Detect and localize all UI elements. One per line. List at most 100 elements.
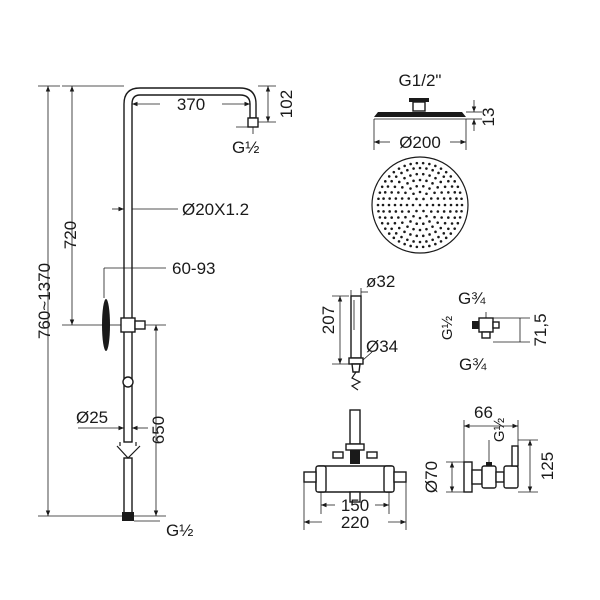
nozzle-dot	[436, 197, 440, 200]
hand-shower	[348, 295, 364, 391]
nozzle-dot	[397, 167, 401, 170]
nozzle-dot	[422, 209, 425, 213]
nozzle-dot	[453, 216, 457, 219]
label-hand-diameter: ø32	[366, 272, 395, 291]
nozzle-dot	[449, 175, 453, 178]
label-arm-length: 370	[177, 95, 205, 114]
nozzle-dot	[394, 197, 398, 200]
label-arm-height: 102	[277, 90, 296, 118]
arm-outlet	[247, 117, 259, 128]
label-valve-height: 125	[538, 452, 557, 480]
nozzle-dot	[415, 161, 419, 165]
nozzle-dot	[376, 203, 380, 207]
nozzle-dot	[382, 197, 385, 200]
nozzle-dot	[415, 222, 419, 226]
dim-adjust-range: 60-93	[103, 259, 215, 298]
nozzle-dot	[442, 232, 446, 235]
nozzle-dot	[400, 171, 403, 175]
nozzle-dot	[421, 172, 425, 176]
nozzle-dot	[404, 191, 407, 195]
nozzle-dot	[425, 179, 428, 183]
nozzle-dot	[434, 230, 437, 234]
nozzle-dot	[409, 162, 412, 166]
dim-valve-thread: G½	[488, 417, 508, 462]
wall-elbow: G¾ G¾ G½	[439, 289, 500, 374]
dim-head-diameter: Ø200	[373, 119, 467, 152]
diverter-side	[134, 320, 146, 330]
label-elbow-top: G¾	[458, 289, 486, 308]
nozzle-dot	[387, 232, 391, 235]
nozzle-dot	[400, 210, 404, 213]
nozzle-dot	[439, 226, 443, 230]
dim-total-height: 760~1370	[35, 85, 122, 517]
break-symbol	[116, 445, 141, 459]
nozzle-dot	[382, 210, 385, 213]
label-mixer-centers: 150	[341, 496, 369, 515]
label-valve-depth: 66	[474, 403, 493, 422]
label-valve-thread: G½	[491, 417, 508, 442]
nozzle-dot	[456, 221, 460, 225]
nozzle-dot	[449, 197, 452, 200]
nozzle-dot	[431, 168, 434, 172]
label-arm-thread: G½	[232, 138, 259, 157]
nozzle-dot	[434, 164, 437, 168]
dim-bottom-thread: G½	[134, 520, 193, 540]
nozzle-dot	[418, 203, 422, 207]
nozzle-dot	[384, 180, 387, 183]
nozzle-dot	[390, 216, 393, 219]
dim-arm-height: 102	[258, 85, 296, 123]
nozzle-dot	[409, 174, 412, 177]
nozzle-dot	[431, 203, 435, 207]
nozzle-dot	[431, 238, 434, 242]
label-total-height: 760~1370	[35, 263, 54, 339]
shower-nozzles	[376, 161, 464, 249]
dim-lower-height: 650	[134, 324, 168, 517]
nozzle-dot	[455, 197, 458, 200]
nozzle-dot	[378, 216, 382, 219]
nozzle-dot	[403, 242, 406, 246]
nozzle-dot	[422, 222, 425, 226]
nozzle-dot	[442, 210, 446, 213]
nozzle-dot	[390, 227, 393, 231]
label-pipe-diameter: Ø20X1.2	[182, 200, 249, 219]
nozzle-dot	[386, 185, 390, 188]
nozzle-dot	[406, 238, 409, 242]
nozzle-dot	[386, 222, 390, 225]
label-hand-length: 207	[319, 306, 338, 334]
nozzle-dot	[418, 240, 422, 244]
nozzle-dot	[437, 203, 441, 207]
label-lower-diameter: Ø25	[76, 408, 108, 427]
nozzle-dot	[409, 187, 412, 190]
nozzle-dot	[434, 242, 437, 246]
nozzle-dot	[453, 227, 457, 230]
nozzle-dot	[388, 197, 391, 200]
nozzle-dot	[381, 203, 385, 207]
dim-valve-depth: 66	[463, 403, 519, 462]
nozzle-dot	[415, 197, 418, 201]
nozzle-dot	[377, 197, 380, 201]
nozzle-dot	[409, 220, 412, 223]
nozzle-dot	[406, 168, 409, 172]
nozzle-dot	[400, 235, 403, 239]
nozzle-dot	[415, 245, 419, 249]
label-elbow-bottom: G¾	[459, 355, 487, 374]
nozzle-dot	[403, 230, 406, 234]
nozzle-dot	[436, 210, 440, 213]
nozzle-dot	[439, 167, 443, 170]
nozzle-dot	[460, 197, 463, 201]
dim-head-thickness: 13	[466, 100, 498, 131]
nozzle-dot	[422, 197, 425, 201]
nozzle-dot	[460, 209, 463, 213]
nozzle-dot	[418, 166, 422, 170]
dim-elbow-height: 71,5	[493, 313, 550, 347]
nozzle-dot	[407, 197, 411, 200]
diverter-body	[120, 317, 136, 333]
mixer-valve-side	[463, 445, 519, 493]
nozzle-dot	[434, 176, 437, 180]
nozzle-dot	[453, 191, 457, 194]
nozzle-dot	[415, 172, 419, 176]
nozzle-dot	[412, 192, 415, 196]
nozzle-dot	[401, 221, 404, 224]
label-valve-diameter: Ø70	[422, 461, 441, 493]
nozzle-dot	[392, 236, 396, 240]
